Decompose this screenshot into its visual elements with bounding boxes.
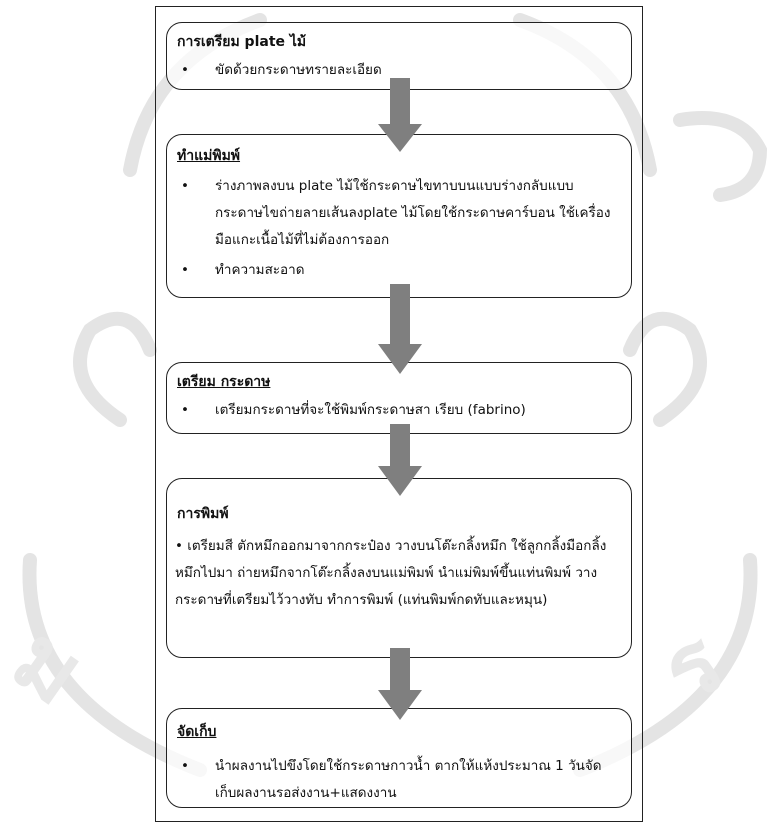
bullet: • — [181, 758, 189, 774]
list-item: • ร่างภาพลงบน plate ไม้ใช้กระดาษไขทาบบนแ… — [181, 173, 617, 257]
step-title: ทำแม่พิมพ์ — [177, 148, 241, 164]
step-box-make-mold: ทำแม่พิมพ์ • ร่างภาพลงบน plate ไม้ใช้กระ… — [166, 134, 632, 298]
list-item: • เตรียมกระดาษที่จะใช้พิมพ์กระดาษสา เรีย… — [181, 397, 617, 424]
list-item: • นำผลงานไปขึงโดยใช้กระดาษกาวน้ำ ตากให้แ… — [181, 753, 617, 807]
svg-text:ร: ร — [643, 610, 743, 724]
bullet: • — [181, 402, 189, 418]
list-item: • ขัดด้วยกระดาษทรายละเอียด — [181, 57, 617, 84]
step-title: การเตรียม plate ไม้ — [177, 34, 307, 50]
bullet: • — [181, 62, 189, 78]
list-item-text: เตรียมกระดาษที่จะใช้พิมพ์กระดาษสา เรียบ … — [215, 402, 526, 418]
step-title: เตรียม กระดาษ — [177, 374, 271, 390]
arrow-down-icon — [378, 424, 422, 496]
list-item-text: ขัดด้วยกระดาษทรายละเอียด — [215, 62, 382, 78]
arrow-down-icon — [378, 284, 422, 374]
list-item-text: ร่างภาพลงบน plate ไม้ใช้กระดาษไขทาบบนแบบ… — [215, 178, 611, 248]
list-item-text: นำผลงานไปขึงโดยใช้กระดาษกาวน้ำ ตากให้แห้… — [215, 758, 602, 801]
step-box-prepare-paper: เตรียม กระดาษ • เตรียมกระดาษที่จะใช้พิมพ… — [166, 362, 632, 434]
flowchart-frame — [155, 6, 643, 822]
step-box-storage: จัดเก็บ • นำผลงานไปขึงโดยใช้กระดาษกาวน้ำ… — [166, 708, 632, 808]
bullet: • — [181, 262, 189, 278]
step-paragraph: • เตรียมสี ตักหมึกออกมาจากกระป๋อง วางบนโ… — [175, 538, 607, 608]
arrow-down-icon — [378, 78, 422, 152]
list-item-text: ทำความสะอาด — [215, 262, 305, 278]
step-title: การพิมพ์ — [177, 506, 229, 522]
svg-text:ม: ม — [0, 606, 103, 726]
bullet: • — [181, 178, 189, 194]
step-box-printing: การพิมพ์ • เตรียมสี ตักหมึกออกมาจากกระป๋… — [166, 478, 632, 658]
arrow-down-icon — [378, 648, 422, 720]
list-item: • ทำความสะอาด — [181, 257, 617, 284]
step-title: จัดเก็บ — [177, 724, 217, 740]
